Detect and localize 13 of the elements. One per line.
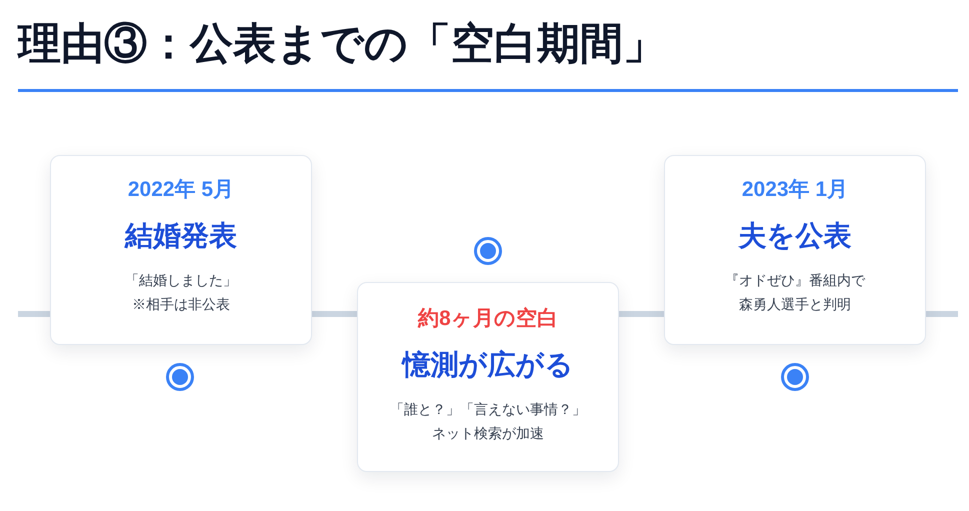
event-title: 結婚発表	[125, 219, 237, 253]
event-card	[357, 282, 619, 472]
event-description: 「誰と？」「言えない事情？」ネット検索が加速	[389, 400, 587, 443]
event-date: 2023年 1月	[742, 177, 848, 203]
gap-duration: 約8ヶ月の空白	[418, 306, 558, 332]
event-description: 「結婚しました」※相手は非公表	[124, 271, 238, 314]
event-date: 2022年 5月	[128, 177, 234, 203]
event-description: 『オドぜひ』番組内で森勇人選手と判明	[724, 271, 866, 314]
event-card	[50, 155, 312, 345]
event-title: 夫を公表	[738, 219, 852, 253]
page-title: 理由③：公表までの「空白期間」	[18, 19, 666, 70]
event-card	[664, 155, 926, 345]
event-title: 憶測が広がる	[402, 348, 574, 382]
